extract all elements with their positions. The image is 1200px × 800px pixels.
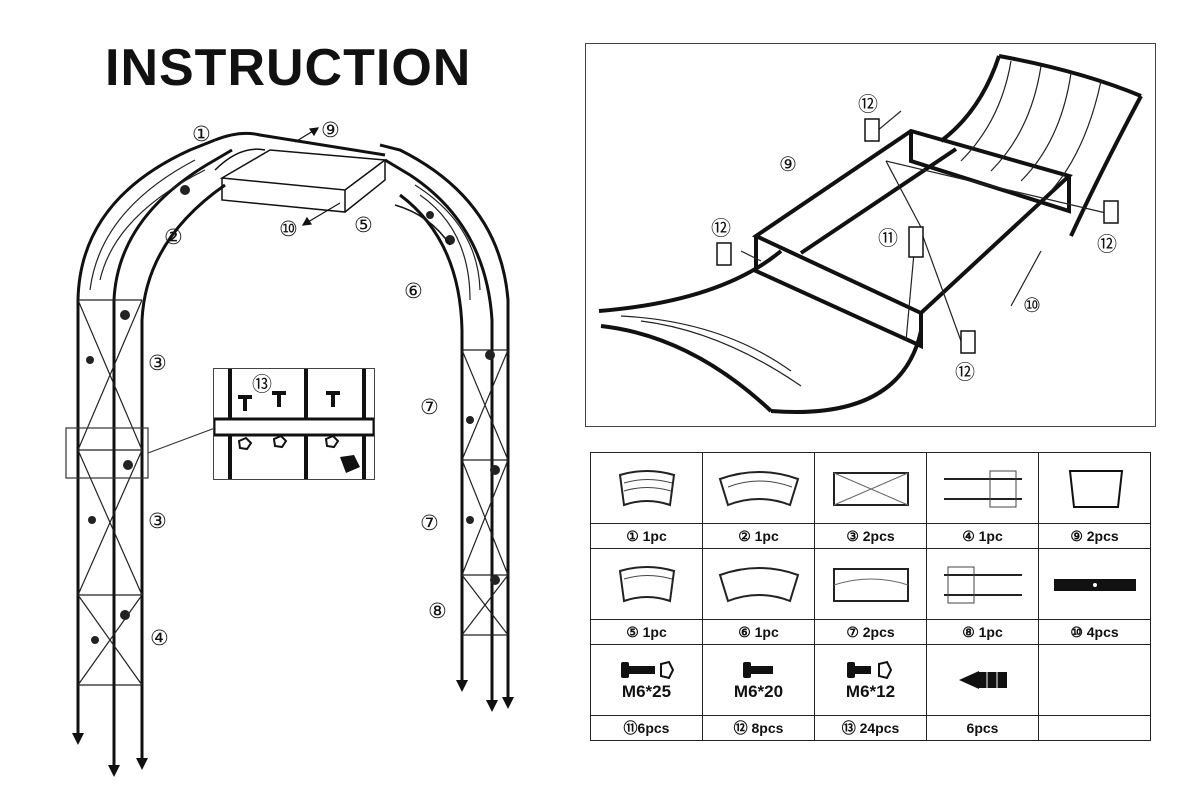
part-4-count: ④ 1pc: [926, 523, 1039, 549]
bolt-size-m6x25: M6*25: [621, 682, 672, 701]
bolt-icon: [846, 660, 892, 680]
empty-count: [1038, 715, 1151, 741]
part-13-count: ⑬ 24pcs: [814, 715, 927, 741]
bolt-size-m6x20: M6*20: [733, 682, 784, 701]
part-5-picture: [590, 548, 703, 620]
top-label-12-a: ⑫: [858, 92, 878, 116]
part-1-picture: [590, 452, 703, 524]
top-label-9: ⑨: [779, 152, 797, 176]
top-label-12-c: ⑫: [1097, 232, 1117, 256]
part-10-picture: [1038, 548, 1151, 620]
part-2-picture: [702, 452, 815, 524]
label-part-3-top: ③: [148, 351, 167, 375]
part-10-count: ⑩ 4pcs: [1038, 619, 1151, 645]
part-2-count: ② 1pc: [702, 523, 815, 549]
top-label-12-d: ⑫: [955, 360, 975, 384]
label-part-7-top: ⑦: [420, 395, 439, 419]
label-part-10: ⑩: [279, 217, 298, 241]
bolt-m6x25-cell: M6*25: [590, 644, 703, 716]
part-3-picture: [814, 452, 927, 524]
part-12-count: ⑫ 8pcs: [702, 715, 815, 741]
bolt-icon: [620, 660, 674, 680]
top-view-drawing: ⑫ ⑨ ⑫ ⑪ ⑫ ⑩ ⑫: [598, 54, 1143, 414]
part-7-picture: [814, 548, 927, 620]
part-7-count: ⑦ 2pcs: [814, 619, 927, 645]
part-8-picture: [926, 548, 1039, 620]
part-1-count: ① 1pc: [590, 523, 703, 549]
bolt-detail-inset: ⑬: [212, 368, 376, 480]
part-4-picture: [926, 452, 1039, 524]
label-part-1: ①: [192, 122, 211, 146]
bolt-size-m6x12: M6*12: [845, 682, 896, 701]
spike-count: 6pcs: [926, 715, 1039, 741]
label-part-9: ⑨: [321, 118, 340, 142]
label-part-7-bottom: ⑦: [420, 511, 439, 535]
ground-spike-cell: [926, 644, 1039, 716]
arch-diagram: ① ⑨ ② ⑩ ⑤ ⑥ ③ ③ ④ ⑦ ⑦ ⑧: [65, 118, 514, 777]
label-part-13: ⑬: [252, 372, 272, 396]
empty-cell: [1038, 644, 1151, 716]
top-view-frame: ⑫ ⑨ ⑫ ⑪ ⑫ ⑩ ⑫: [585, 43, 1156, 427]
bolt-m6x20-cell: M6*20: [702, 644, 815, 716]
part-8-count: ⑧ 1pc: [926, 619, 1039, 645]
part-9-picture: [1038, 452, 1151, 524]
part-5-count: ⑤ 1pc: [590, 619, 703, 645]
label-part-6: ⑥: [404, 279, 423, 303]
top-label-10: ⑩: [1023, 293, 1041, 317]
top-label-11: ⑪: [878, 226, 898, 250]
top-label-12-b: ⑫: [711, 216, 731, 240]
part-9-count: ⑨ 2pcs: [1038, 523, 1151, 549]
label-part-8: ⑧: [428, 599, 447, 623]
parts-list-table: ① 1pc ② 1pc ③ 2pcs ④ 1pc ⑨ 2pcs ⑤ 1pc ⑥ …: [590, 452, 1151, 741]
bolt-detail-drawing: ⑬: [212, 369, 376, 479]
label-part-3-bottom: ③: [148, 509, 167, 533]
part-6-count: ⑥ 1pc: [702, 619, 815, 645]
label-part-2: ②: [164, 225, 183, 249]
label-part-4: ④: [150, 626, 169, 650]
bolt-m6x12-cell: M6*12: [814, 644, 927, 716]
label-part-5: ⑤: [354, 213, 373, 237]
part-11-count: ⑪6pcs: [590, 715, 703, 741]
page-title: INSTRUCTION: [105, 39, 472, 97]
part-6-picture: [702, 548, 815, 620]
bolt-icon: [742, 662, 773, 678]
ground-spike-icon: [958, 671, 1007, 689]
part-3-count: ③ 2pcs: [814, 523, 927, 549]
